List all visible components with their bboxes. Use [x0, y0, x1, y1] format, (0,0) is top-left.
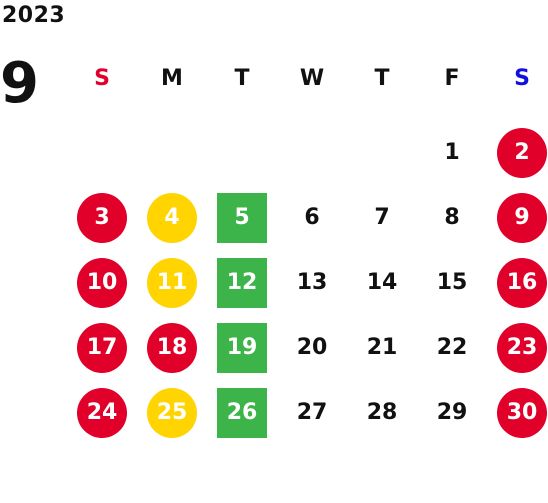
day-cell[interactable]: 25 [137, 380, 207, 445]
day-number: 6 [304, 205, 320, 230]
day-cell[interactable]: 11 [137, 250, 207, 315]
day-number: 25 [147, 387, 197, 438]
day-number: 2 [497, 127, 547, 178]
day-number: 16 [497, 257, 547, 308]
day-cell[interactable]: 17 [67, 315, 137, 380]
day-number: 22 [436, 335, 468, 360]
day-cell[interactable]: 22 [417, 315, 487, 380]
day-cell[interactable]: 24 [67, 380, 137, 445]
day-number: 7 [374, 205, 390, 230]
day-number: 14 [366, 270, 398, 295]
day-number: 21 [366, 335, 398, 360]
day-number: 24 [77, 387, 127, 438]
day-cell[interactable]: 14 [347, 250, 417, 315]
day-number: 28 [366, 400, 398, 425]
weekday-4: T [374, 66, 390, 91]
day-cell[interactable]: 9 [487, 185, 548, 250]
day-number: 30 [497, 387, 547, 438]
day-number: 17 [77, 322, 127, 373]
day-cell[interactable]: 18 [137, 315, 207, 380]
day-number: 19 [217, 322, 267, 373]
day-cell[interactable]: 5 [207, 185, 277, 250]
day-number: 15 [436, 270, 468, 295]
day-cell[interactable]: 2 [487, 120, 548, 185]
day-cell[interactable]: 30 [487, 380, 548, 445]
weekday-5: F [444, 66, 460, 91]
day-number: 23 [497, 322, 547, 373]
day-cell[interactable]: 16 [487, 250, 548, 315]
month-label: 9 [0, 51, 39, 116]
day-number: 20 [296, 335, 328, 360]
day-number: 10 [77, 257, 127, 308]
day-number: 26 [217, 387, 267, 438]
weekday-3: W [299, 66, 325, 91]
day-cell[interactable]: 27 [277, 380, 347, 445]
day-cell[interactable]: 6 [277, 185, 347, 250]
day-cell[interactable]: 7 [347, 185, 417, 250]
day-number: 18 [147, 322, 197, 373]
day-number: 9 [497, 192, 547, 243]
day-number: 13 [296, 270, 328, 295]
day-cell[interactable]: 26 [207, 380, 277, 445]
year-label: 2023 [2, 3, 66, 28]
day-cell[interactable]: 12 [207, 250, 277, 315]
day-number: 29 [436, 400, 468, 425]
day-number: 12 [217, 257, 267, 308]
day-number: 8 [444, 205, 460, 230]
day-number: 1 [444, 140, 460, 165]
day-cell[interactable]: 4 [137, 185, 207, 250]
day-number: 3 [77, 192, 127, 243]
day-cell[interactable]: 13 [277, 250, 347, 315]
day-number: 4 [147, 192, 197, 243]
weekday-6: S [514, 66, 530, 91]
day-number: 11 [147, 257, 197, 308]
day-number: 27 [296, 400, 328, 425]
day-cell[interactable]: 20 [277, 315, 347, 380]
weekday-0: S [94, 66, 110, 91]
weekday-2: T [234, 66, 250, 91]
day-cell[interactable]: 29 [417, 380, 487, 445]
weekday-1: M [161, 66, 183, 91]
day-cell[interactable]: 23 [487, 315, 548, 380]
day-cell[interactable]: 21 [347, 315, 417, 380]
day-cell[interactable]: 28 [347, 380, 417, 445]
day-number: 5 [217, 192, 267, 243]
day-cell[interactable]: 8 [417, 185, 487, 250]
day-cell[interactable]: 3 [67, 185, 137, 250]
day-cell[interactable]: 19 [207, 315, 277, 380]
day-cell[interactable]: 1 [417, 120, 487, 185]
day-cell[interactable]: 10 [67, 250, 137, 315]
day-cell[interactable]: 15 [417, 250, 487, 315]
